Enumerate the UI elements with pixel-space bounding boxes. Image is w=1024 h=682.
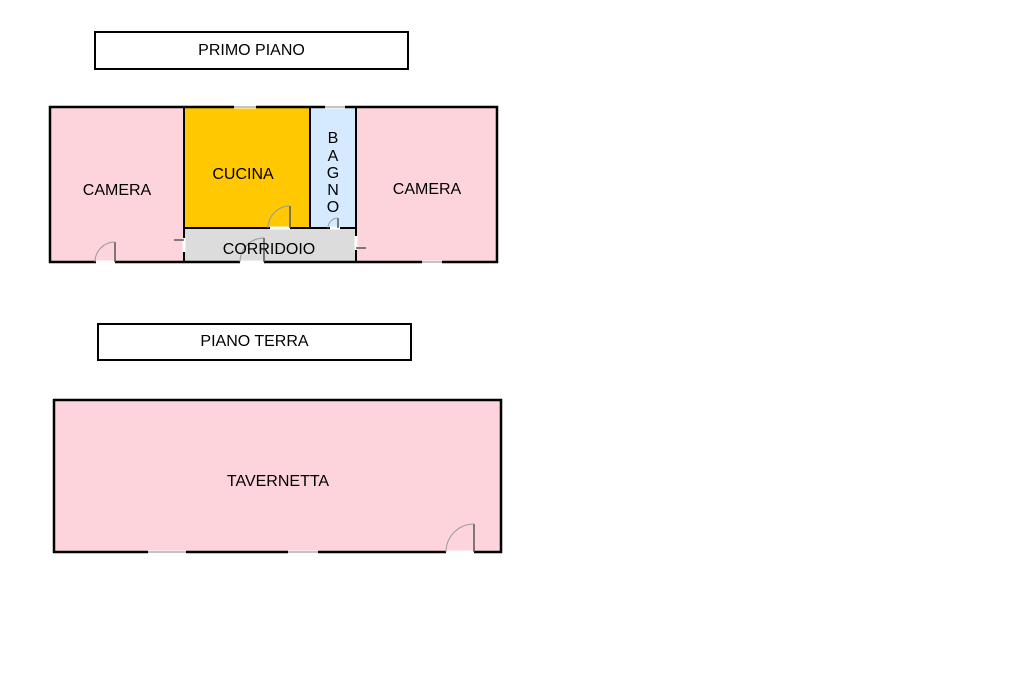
label-tavernetta: TAVERNETTA [227, 473, 330, 490]
primo-piano-title-text: PRIMO PIANO [198, 41, 305, 59]
room-camera-right[interactable] [356, 108, 496, 261]
door-corridoio-entrance-arc [239, 237, 265, 263]
piano-terra-title: PIANO TERRA [97, 323, 412, 361]
room-corridoio[interactable] [184, 228, 356, 261]
label-camera-left: CAMERA [83, 182, 152, 199]
room-cucina[interactable] [184, 108, 310, 228]
room-camera-left[interactable] [51, 108, 184, 261]
primo-piano-plan: CAMERA CUCINA B A G N O CAMERA CORRIDOIO [48, 105, 499, 264]
primo-outer-wall [48, 105, 499, 264]
primo-piano-title: PRIMO PIANO [94, 31, 409, 70]
door-cucina-arc [267, 205, 291, 229]
label-cucina: CUCINA [212, 166, 274, 183]
terra-outer-wall [52, 398, 503, 554]
label-bagno-g: G [327, 165, 339, 182]
door-camera-left-arc [94, 241, 116, 263]
piano-terra-plan: TAVERNETTA [52, 398, 503, 554]
label-bagno-o: O [327, 199, 339, 216]
label-bagno-b: B [328, 130, 339, 147]
room-bagno[interactable] [310, 108, 356, 228]
door-tavernetta-arc [445, 523, 475, 553]
piano-terra-title-text: PIANO TERRA [200, 333, 309, 350]
label-corridoio: CORRIDOIO [223, 241, 315, 258]
label-bagno-n: N [327, 182, 339, 199]
door-bagno-arc [327, 217, 339, 229]
label-bagno-a: A [328, 148, 339, 165]
room-tavernetta[interactable] [55, 401, 500, 552]
label-camera-right: CAMERA [393, 181, 462, 198]
